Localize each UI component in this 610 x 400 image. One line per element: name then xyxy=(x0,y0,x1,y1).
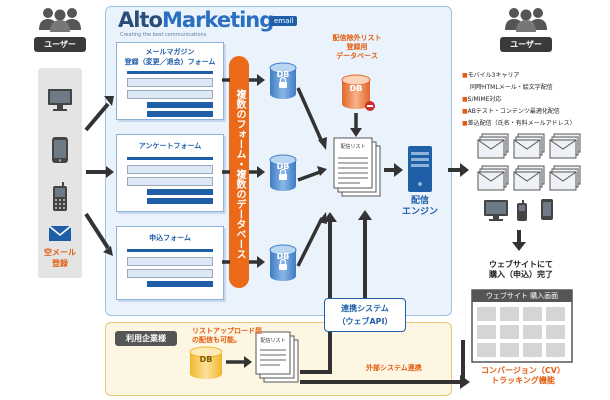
db-3-label: DB xyxy=(276,252,290,261)
feature-phone-icon xyxy=(53,182,67,211)
enterprise-db-label: DB xyxy=(199,355,213,364)
altomarketing-logo: Alto Marketing email Creating the best c… xyxy=(118,8,308,40)
feature-1: ■モバイル3キャリア xyxy=(462,72,520,79)
feature-3: ■ABテスト・コンテンツ最適化配信 xyxy=(462,108,560,115)
enterprise-note: リストアップロード型 の配信も可能。 xyxy=(192,327,282,345)
mailmagazine-form-title2: 登録（変更／退会）フォーム xyxy=(124,58,216,66)
survey-form-title: アンケートフォーム xyxy=(138,142,202,150)
feature-3-text: ABテスト・コンテンツ最適化配信 xyxy=(467,108,560,115)
website-caption-line2: 購入（申込）完了 xyxy=(489,270,553,279)
feature-1-text: モバイル3キャリア xyxy=(467,72,520,79)
enterprise-label: 利用企業様 xyxy=(115,331,177,346)
logo-subtitle: Creating the best communications xyxy=(120,32,207,38)
multi-form-band-text: 複数のフォーム・複数のデータベース xyxy=(234,89,245,259)
device-to-form-arrows xyxy=(84,102,110,250)
exclusion-db-label: DB xyxy=(349,84,363,93)
logo-alto: Alto xyxy=(118,8,163,32)
db-2-label: DB xyxy=(276,162,290,171)
delivery-list-doc xyxy=(333,137,381,197)
delivery-engine-server xyxy=(408,146,432,192)
empty-mail-line1: 空メール xyxy=(44,248,76,257)
db-3 xyxy=(269,244,297,281)
mail-stacks xyxy=(477,133,581,191)
enterprise-db xyxy=(189,346,223,379)
users-left-label: ユーザー xyxy=(34,37,86,52)
feature-list: ■モバイル3キャリア 同時HTMLメール・絵文字配信 ■S/MIME対応 ■AB… xyxy=(462,70,608,130)
mailmagazine-form: メールマガジン 登録（変更／退会）フォーム xyxy=(116,42,224,120)
feature-2: ■S/MIME対応 xyxy=(462,96,502,103)
external-label: 外部システム連携 xyxy=(366,364,422,372)
users-right-label: ユーザー xyxy=(500,37,552,52)
engine-line1: 配信 xyxy=(410,196,429,206)
arrow-to-mailmag xyxy=(84,102,110,132)
envelope-icon xyxy=(48,225,72,241)
db-1-label: DB xyxy=(276,70,290,79)
enterprise-note-line2: の配信も可能。 xyxy=(192,336,241,344)
mailmagazine-form-title1: メールマガジン xyxy=(145,48,195,56)
db-2 xyxy=(269,154,297,191)
api-line1: 連携システム xyxy=(341,304,389,313)
exclusion-line2: 登録用 xyxy=(346,43,368,51)
api-box: 連携システム （ウェブAPI） xyxy=(324,298,406,332)
users-icon xyxy=(39,8,81,32)
enterprise-list-label: 配信リスト xyxy=(260,338,286,344)
engine-line2: エンジン xyxy=(401,207,438,217)
right-devices xyxy=(484,199,553,221)
feature-1b-text: 同時HTMLメール・絵文字配信 xyxy=(470,84,553,91)
logo-email-tag: email xyxy=(270,16,298,26)
enterprise-note-line1: リストアップロード型 xyxy=(192,327,262,335)
website-caption-line1: ウェブサイトにて xyxy=(489,260,553,269)
delivery-engine-label: 配信 エンジン xyxy=(398,196,442,218)
api-line2: （ウェブAPI） xyxy=(337,317,393,326)
conversion-line2: トラッキング機能 xyxy=(491,376,555,385)
delivery-list-label: 配信リスト xyxy=(340,144,366,150)
arrow-to-application xyxy=(84,212,110,250)
enterprise-list-doc xyxy=(255,331,299,383)
exclusion-line3: データベース xyxy=(336,52,378,60)
website-window xyxy=(471,289,573,363)
application-form-title: 申込フォーム xyxy=(149,234,191,242)
smartphone-icon xyxy=(52,137,68,163)
feature-2-text: S/MIME対応 xyxy=(467,96,502,103)
exclusion-db-caption: 配信除外リスト 登録用 データベース xyxy=(326,34,388,61)
feature-1b: 同時HTMLメール・絵文字配信 xyxy=(462,82,608,94)
empty-mail-label: 空メール 登録 xyxy=(34,247,86,269)
conversion-label: コンバージョン（CV） トラッキング機能 xyxy=(468,366,578,386)
conversion-line1: コンバージョン（CV） xyxy=(481,366,565,375)
website-caption: ウェブサイトにて 購入（申込）完了 xyxy=(468,260,574,280)
multi-form-band xyxy=(229,56,249,288)
desktop-icon xyxy=(48,89,72,111)
logo-marketing: Marketing xyxy=(162,8,274,32)
feature-4-text: 差込配信（氏名・有料メールアドレス） xyxy=(467,120,576,127)
db-1 xyxy=(269,62,297,99)
website-window-title: ウェブサイト 購入画面 xyxy=(485,292,559,300)
exclusion-db xyxy=(341,74,375,111)
feature-4: ■差込配信（氏名・有料メールアドレス） xyxy=(462,120,576,127)
users-right-icon xyxy=(505,8,547,32)
empty-mail-line2: 登録 xyxy=(52,259,68,268)
survey-form: アンケートフォーム xyxy=(116,134,224,212)
exclusion-line1: 配信除外リスト xyxy=(332,34,382,42)
